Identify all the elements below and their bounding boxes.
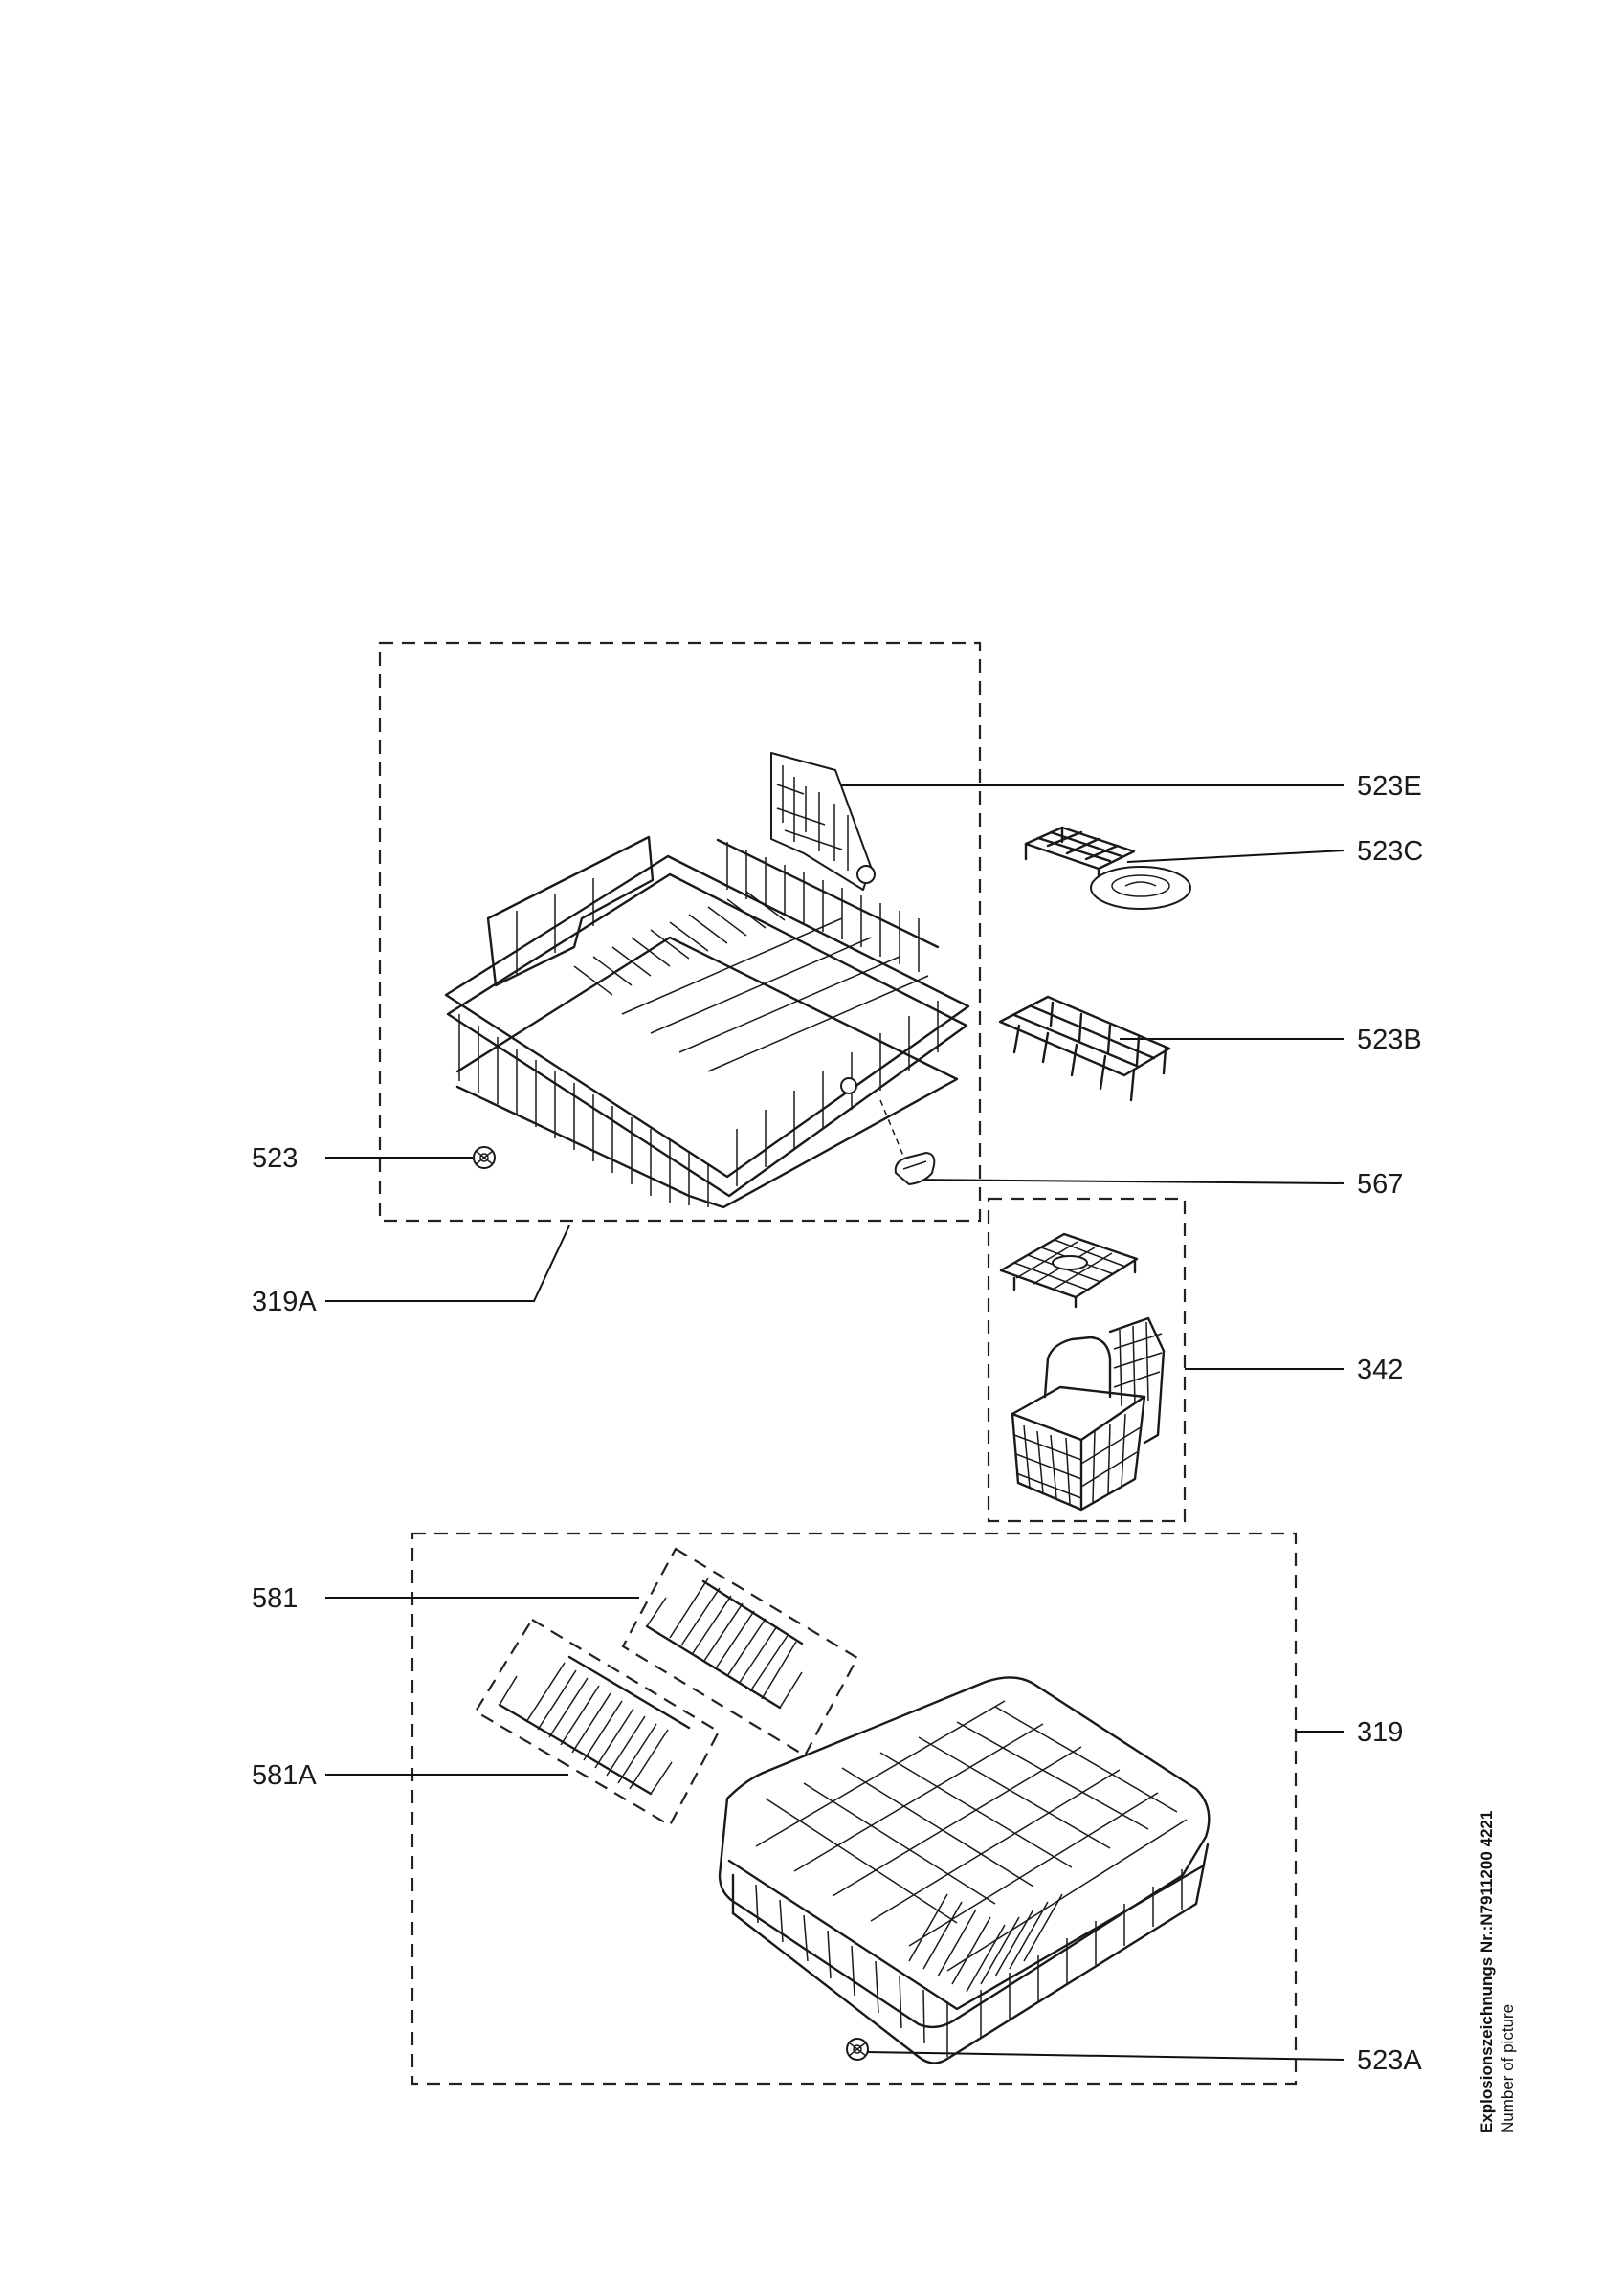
leader-319A xyxy=(325,1225,570,1302)
part-342-cutlery-basket xyxy=(999,1232,1166,1512)
part-523A-wheel xyxy=(846,2038,869,2061)
cutlery-basket-group-box xyxy=(987,1197,1187,1523)
leader-523C xyxy=(1126,850,1345,863)
part-319A-upper-basket xyxy=(444,835,970,1209)
label-523A: 523A xyxy=(1357,2045,1422,2076)
label-523B: 523B xyxy=(1357,1025,1422,1055)
rack-insert-581-box xyxy=(621,1547,859,1757)
part-523E-panel xyxy=(770,752,876,891)
drawing-number: Explosionszeichnungs Nr.:N7911200 4221 xyxy=(1478,1810,1496,2133)
part-523B-tine-rack xyxy=(998,995,1171,1102)
label-581: 581 xyxy=(252,1583,298,1614)
part-567-clip xyxy=(894,1152,936,1185)
leader-567 xyxy=(908,1179,1345,1184)
rack-insert-581A-box xyxy=(474,1618,721,1827)
upper-basket-group-box xyxy=(378,641,982,1223)
label-523: 523 xyxy=(252,1143,298,1174)
part-319-lower-basket xyxy=(718,1676,1211,2064)
label-523C: 523C xyxy=(1357,836,1423,867)
part-523-wheel xyxy=(473,1146,496,1169)
part-581-tine-insert xyxy=(645,1578,804,1710)
label-567: 567 xyxy=(1357,1169,1403,1200)
part-581A-tine-insert xyxy=(498,1655,691,1796)
label-581A: 581A xyxy=(252,1760,317,1791)
part-523C-cup-shelf xyxy=(1024,826,1191,910)
label-319A: 319A xyxy=(252,1287,317,1317)
label-523E: 523E xyxy=(1357,771,1422,802)
label-319: 319 xyxy=(1357,1717,1403,1748)
picture-caption: Number of picture xyxy=(1499,2003,1517,2133)
leader-523A xyxy=(865,2051,1345,2061)
lower-basket-group-box xyxy=(411,1532,1298,2086)
label-342: 342 xyxy=(1357,1355,1403,1385)
